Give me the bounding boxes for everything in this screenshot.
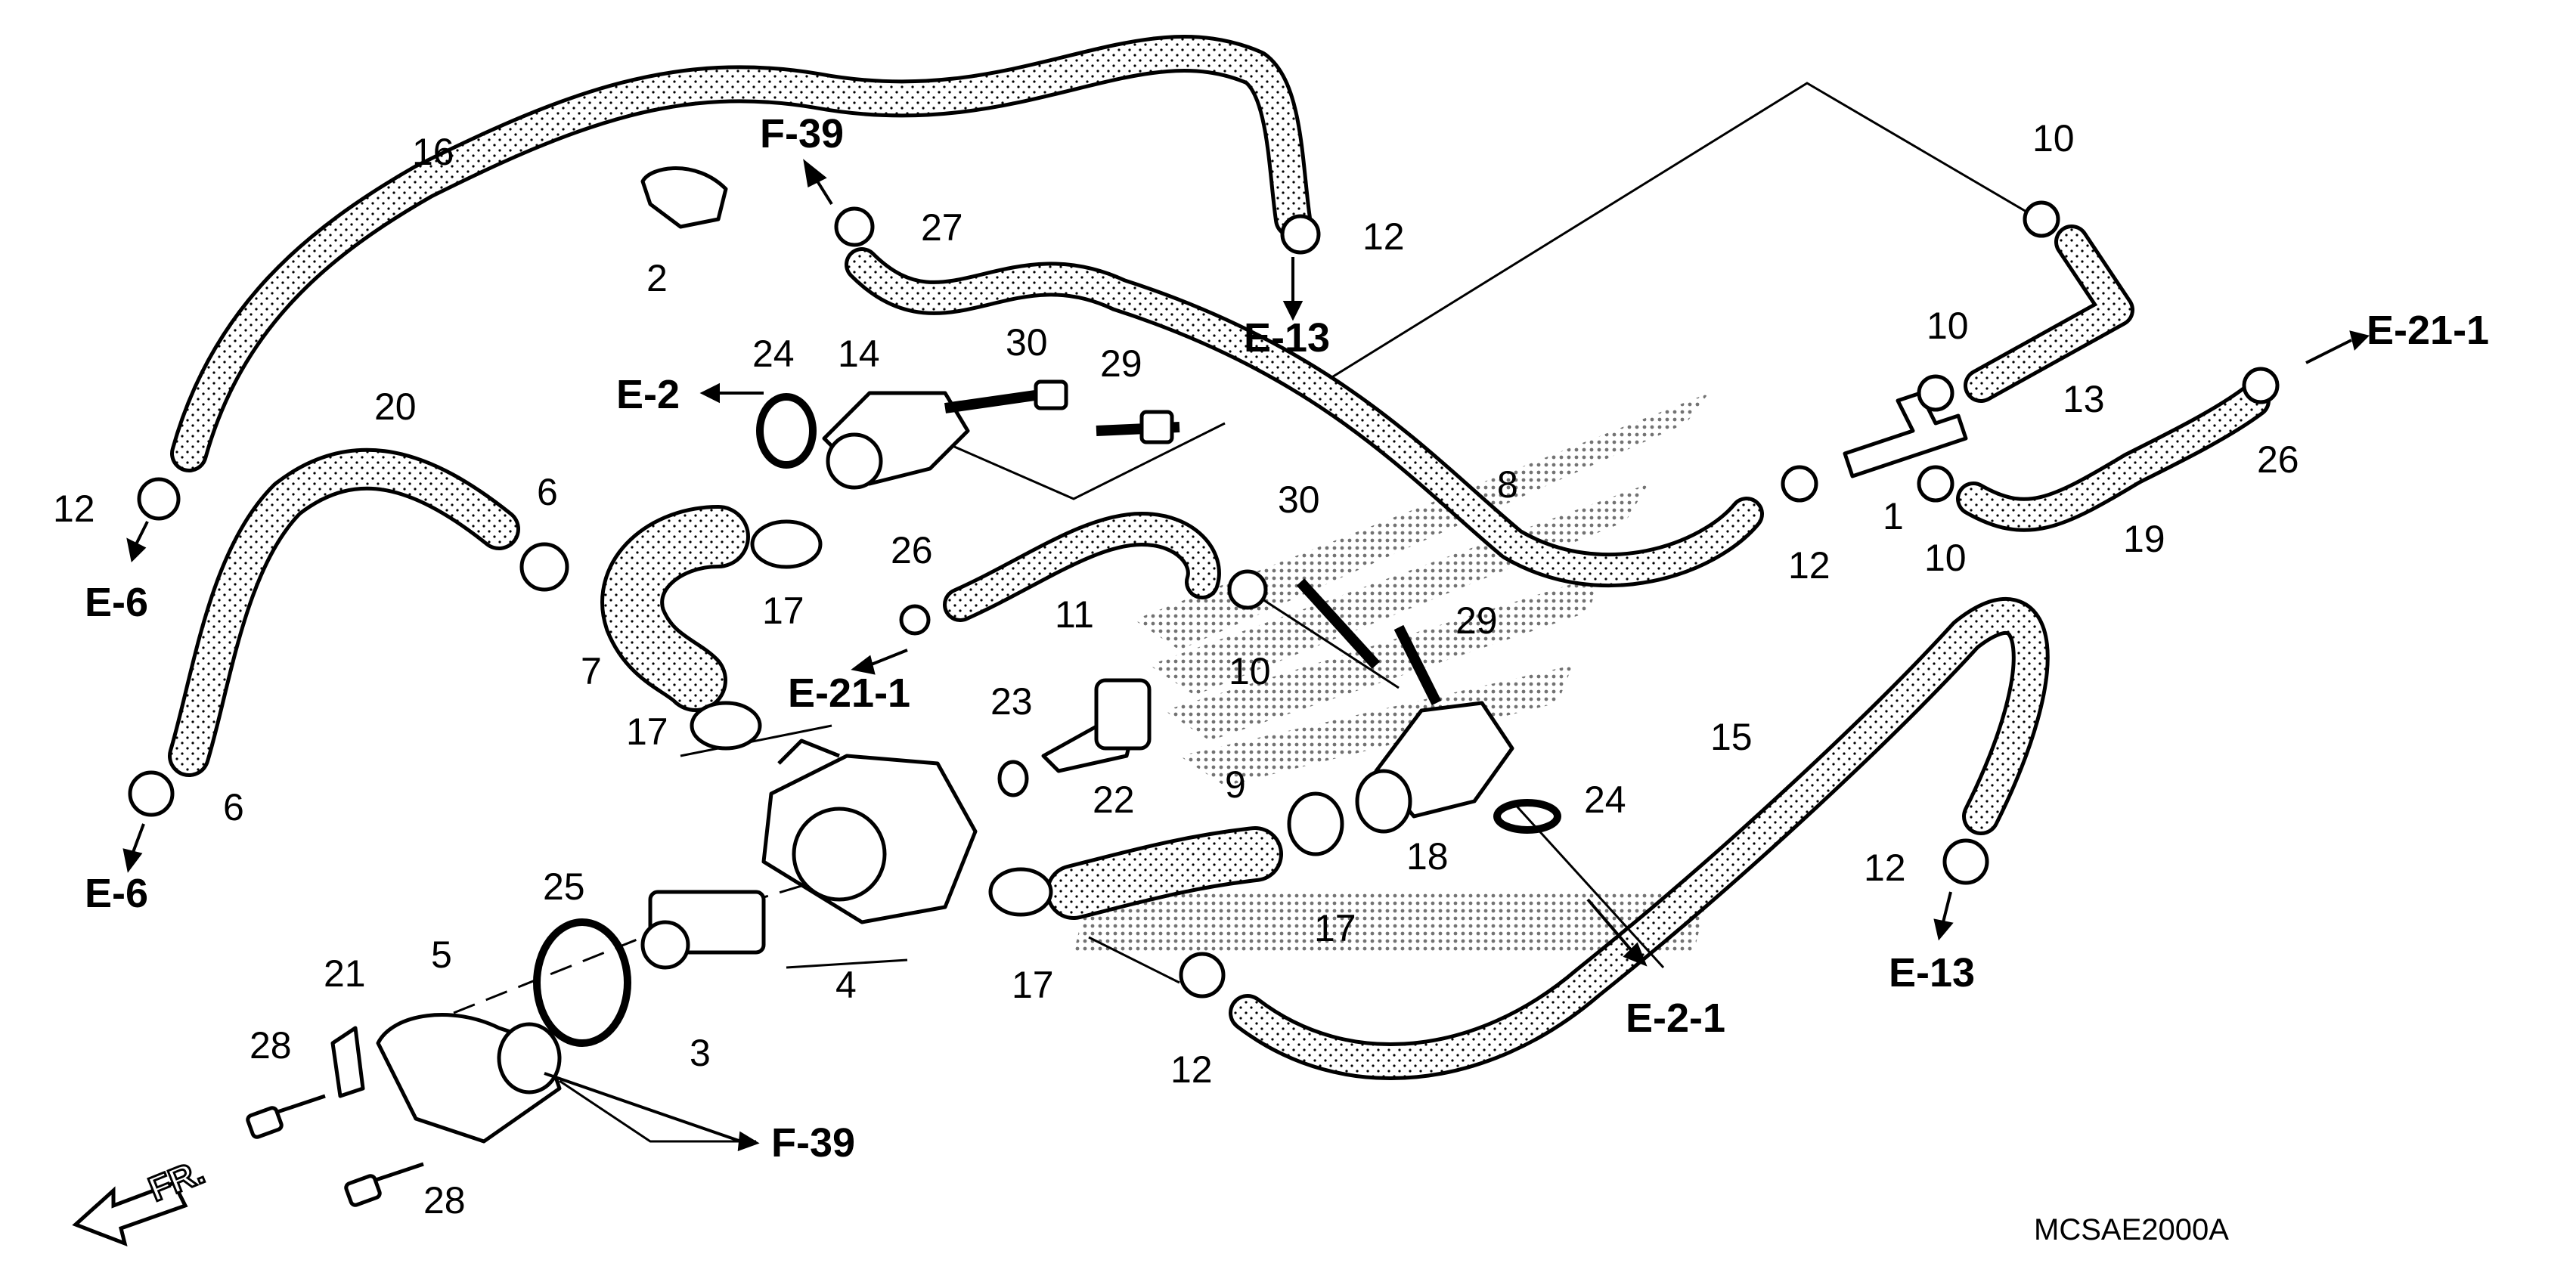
parts	[128, 166, 2280, 1207]
diagram-code: MCSAE2000A	[2034, 1213, 2229, 1246]
label-5: 5	[431, 934, 452, 976]
label-6-bottom: 6	[223, 786, 244, 828]
honda-watermark	[1074, 393, 1709, 952]
label-22: 22	[1093, 779, 1135, 821]
label-10-top: 10	[2032, 117, 2075, 159]
label-25: 25	[543, 865, 585, 908]
ref-e13-right: E-13	[1889, 950, 1975, 995]
label-21: 21	[324, 952, 366, 995]
ref-e13-top: E-13	[1244, 315, 1330, 361]
ref-e21-1-right: E-21-1	[2367, 308, 2489, 353]
bolt-30a	[944, 388, 1052, 413]
label-7: 7	[581, 650, 602, 692]
label-2: 2	[646, 257, 668, 299]
label-17-c: 17	[1314, 907, 1356, 949]
oring-24a	[756, 393, 817, 469]
bolt-30b	[1296, 578, 1381, 669]
label-28-bottom: 28	[423, 1179, 466, 1222]
label-12-bottom: 12	[1170, 1048, 1213, 1091]
clamp-2	[640, 166, 728, 229]
label-9: 9	[1225, 763, 1246, 806]
label-12-left: 12	[53, 488, 95, 530]
label-27: 27	[921, 206, 963, 249]
label-10-mid2: 10	[1924, 537, 1967, 579]
oring-24b	[1493, 799, 1561, 834]
label-3: 3	[690, 1032, 711, 1074]
joint-18	[1374, 701, 1514, 819]
arrows	[122, 159, 2370, 1151]
label-30-mid: 30	[1278, 478, 1320, 521]
label-18: 18	[1406, 835, 1449, 878]
front-arrow: FR.	[72, 1150, 211, 1247]
label-17-a: 17	[762, 590, 804, 632]
clip-21	[330, 1026, 365, 1098]
label-10-lower: 10	[1229, 650, 1271, 692]
label-26-right: 26	[2257, 438, 2299, 481]
washer-23	[997, 760, 1029, 797]
label-26-mid: 26	[891, 529, 933, 571]
label-6-top: 6	[537, 471, 558, 513]
hoses	[168, 35, 2271, 1080]
ref-e21-1-mid: E-21-1	[788, 670, 910, 716]
label-23: 23	[990, 680, 1033, 723]
ref-e2-1: E-2-1	[1626, 995, 1725, 1041]
hose-clamps	[128, 200, 2280, 999]
label-8: 8	[1497, 463, 1518, 506]
gasket-25	[533, 918, 631, 1047]
label-1: 1	[1883, 495, 1904, 537]
ref-e2: E-2	[616, 372, 680, 417]
ref-f39-bottom: F-39	[771, 1120, 855, 1166]
label-10-mid: 10	[1927, 305, 1969, 347]
label-24-left: 24	[752, 333, 795, 375]
label-19: 19	[2123, 518, 2165, 560]
label-11: 11	[1055, 593, 1094, 636]
reference-labels: F-39 E-13 E-21-1 E-2 E-6 E-21-1 E-6 E-2-…	[85, 111, 2489, 1166]
label-4: 4	[835, 964, 857, 1006]
leader-lines	[453, 82, 2027, 1143]
label-29-mid: 29	[1455, 599, 1498, 642]
bolt-29b	[1393, 624, 1442, 706]
label-14: 14	[838, 333, 880, 375]
label-29-top: 29	[1100, 342, 1142, 385]
label-12-mid: 12	[1788, 544, 1830, 587]
part-labels: 16 2 27 12 10 24 14 30 29 10 13 20 6 12 …	[53, 117, 2299, 1222]
label-15: 15	[1710, 716, 1753, 758]
label-28-top: 28	[250, 1024, 292, 1067]
label-13: 13	[2063, 378, 2105, 420]
label-17-b: 17	[626, 711, 668, 753]
ref-e6-top: E-6	[85, 580, 148, 625]
label-12-top: 12	[1362, 215, 1405, 258]
ref-f39-top: F-39	[760, 111, 844, 156]
ref-e6-bottom: E-6	[85, 871, 148, 916]
label-30-top: 30	[1006, 321, 1048, 364]
label-24-right: 24	[1584, 779, 1626, 821]
label-12-right: 12	[1864, 847, 1906, 889]
label-17-d: 17	[1012, 964, 1054, 1006]
label-16: 16	[412, 131, 454, 173]
tjoint-1	[1843, 391, 1968, 478]
label-20: 20	[374, 386, 417, 428]
